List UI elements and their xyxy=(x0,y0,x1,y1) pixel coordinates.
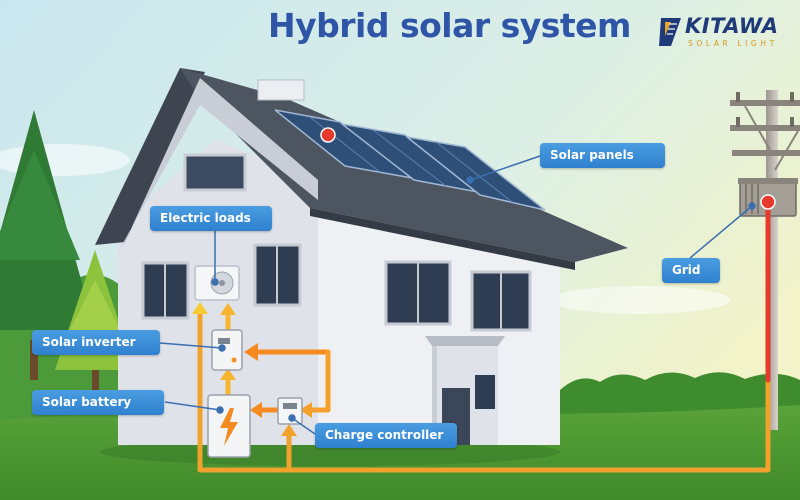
charge-controller-icon xyxy=(277,397,303,425)
logo-sun-icon xyxy=(659,18,681,46)
arrow-battery-up xyxy=(220,368,236,380)
label-charge-controller: Charge controller xyxy=(315,423,457,448)
label-grid: Grid xyxy=(662,258,720,283)
window-front-1 xyxy=(384,260,452,326)
label-solar-battery: Solar battery xyxy=(32,390,164,415)
leader-grid xyxy=(689,205,753,259)
diagram-title: Hybrid solar system xyxy=(268,6,631,45)
arrow-to-inverter xyxy=(244,343,258,361)
flow-arrows xyxy=(192,302,312,436)
pine-tree-dark xyxy=(0,110,95,380)
leader-lines xyxy=(159,155,756,435)
leader-solar-panels xyxy=(469,155,541,181)
roof-gable-edge xyxy=(95,68,205,245)
arrow-inverter-up xyxy=(220,303,236,315)
brand-logo: KITAWA SOLAR LIGHT xyxy=(655,14,795,52)
window-left-1 xyxy=(141,261,190,320)
solar-panels xyxy=(274,109,546,211)
label-solar-inverter: Solar inverter xyxy=(32,330,160,355)
logo-name: KITAWA xyxy=(685,14,779,38)
label-electric-loads: Electric loads xyxy=(150,206,272,231)
leader-solar-battery xyxy=(164,401,221,411)
porch xyxy=(425,336,505,445)
gable-window xyxy=(183,153,247,192)
arrow-controller-up xyxy=(281,424,297,436)
leader-charge-controller xyxy=(291,417,316,435)
gable-front-face xyxy=(118,78,318,252)
solar-inverter-icon xyxy=(211,329,243,371)
chimney xyxy=(257,79,305,101)
grid-source-dot xyxy=(760,194,776,210)
panel-source-dot xyxy=(320,127,336,143)
solar-battery-icon xyxy=(207,394,251,458)
arrow-grid-up xyxy=(192,302,208,314)
window-front-2 xyxy=(470,270,532,332)
arrow-to-battery xyxy=(250,402,262,418)
logo-tagline: SOLAR LIGHT xyxy=(688,39,778,48)
roof-underside xyxy=(310,208,575,270)
window-left-2 xyxy=(253,243,302,307)
porch-column xyxy=(432,346,437,445)
label-solar-panels: Solar panels xyxy=(540,143,665,168)
leader-solar-inverter xyxy=(159,342,223,349)
arrow-to-controller xyxy=(300,402,312,418)
